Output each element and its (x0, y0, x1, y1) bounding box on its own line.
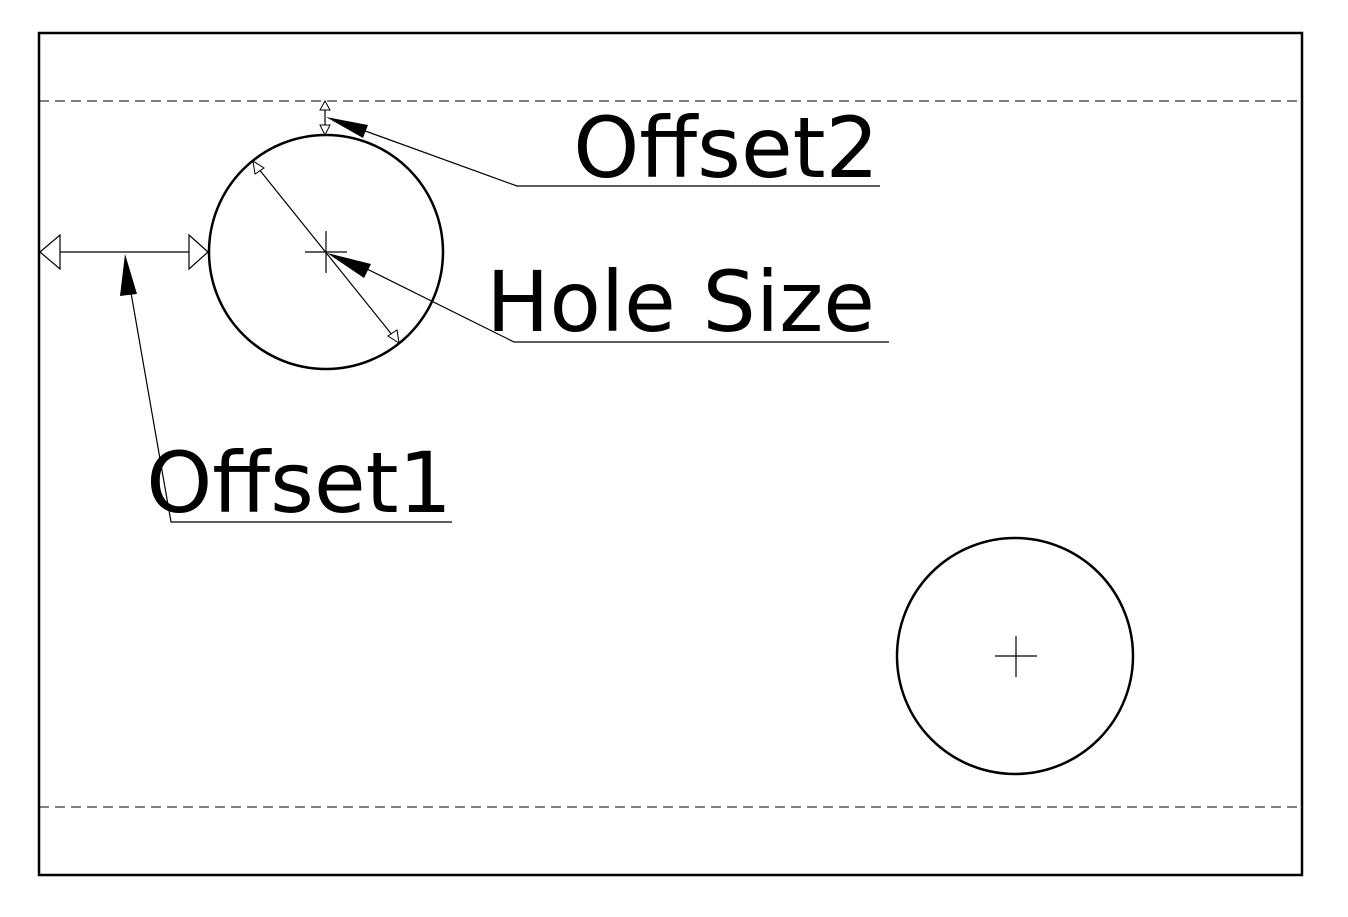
offset1-leader (120, 254, 452, 523)
offset2-arrow-down (319, 124, 331, 137)
hole-size-arrow-start (252, 159, 265, 175)
hole-size-leader (327, 253, 889, 343)
plate-outline (37, 31, 1304, 877)
offset2-label: Offset2 (573, 99, 879, 197)
hole-2 (895, 536, 1135, 776)
offset2-leader (326, 117, 880, 187)
offset1-arrow-left (39, 233, 61, 271)
offset1-dimension (39, 233, 209, 271)
hole-size-dimension (252, 159, 400, 345)
offset2-dimension (319, 99, 331, 137)
offset2-arrow-up (319, 99, 331, 111)
offset1-label: Offset1 (146, 434, 452, 532)
offset1-arrow-right (188, 233, 209, 271)
hole-1 (207, 133, 445, 371)
hole-size-label: Hole Size (486, 253, 875, 351)
hole-size-leader-arrowhead (327, 253, 371, 278)
hole-size-arrow-end (387, 329, 400, 345)
offset2-leader-arrowhead (326, 117, 368, 138)
offset1-leader-arrowhead (120, 254, 137, 296)
hole-2-center-mark (995, 636, 1037, 677)
